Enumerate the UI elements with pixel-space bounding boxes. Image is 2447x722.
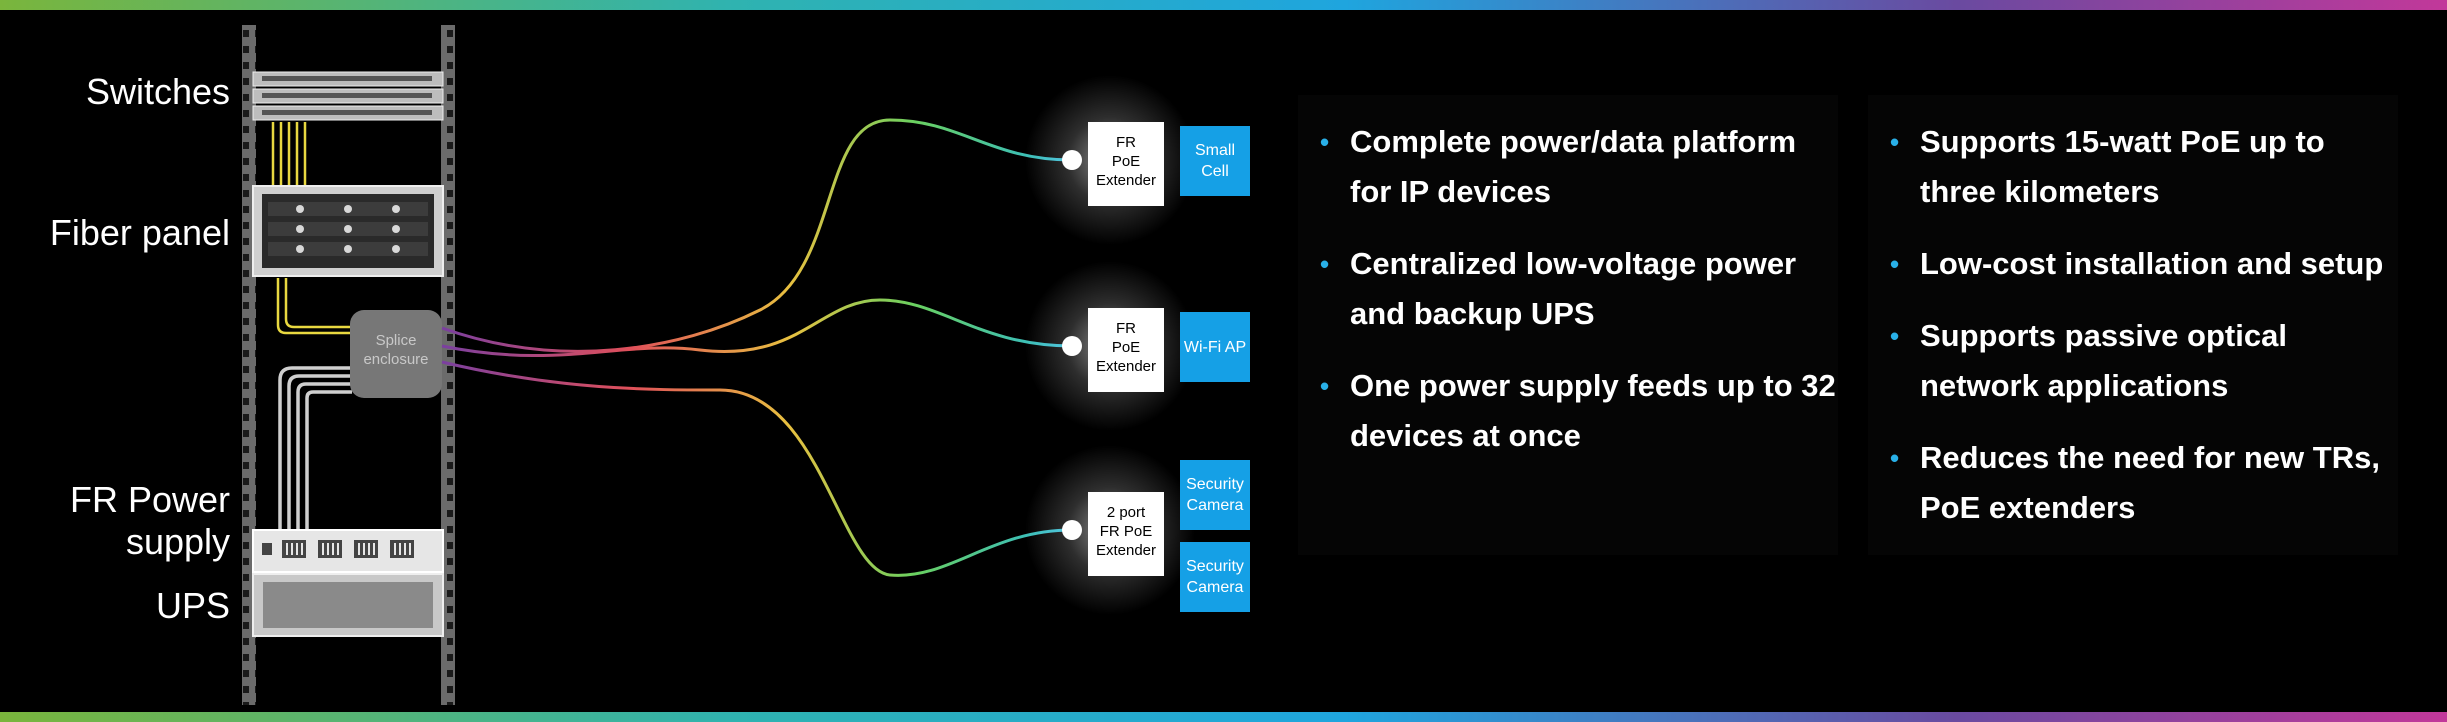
extender-1-line-2: PoE — [1112, 153, 1140, 170]
extender-2-line-1: FR — [1116, 320, 1136, 337]
splice-label-1: Splice — [376, 332, 417, 349]
camera-1-line-1: Security — [1186, 476, 1244, 493]
label-ups: UPS — [155, 585, 230, 626]
feature-item: • Centralized low-voltage power and backu… — [1298, 239, 1838, 339]
feature-item: • Reduces the need for new TRs, PoE exten… — [1868, 433, 2398, 533]
feature-text: Supports passive optical network applica… — [1920, 318, 2287, 403]
fiber-panel-unit — [252, 185, 444, 277]
camera-1-line-2: Camera — [1187, 497, 1244, 514]
feature-item: • One power supply feeds up to 32 devices… — [1298, 361, 1838, 461]
fr-power-supply-unit — [252, 529, 444, 573]
extender-3-line-3: Extender — [1096, 542, 1156, 559]
fiber-cables — [441, 118, 1073, 577]
extender-3-line-2: FR PoE — [1100, 523, 1153, 540]
switches-unit — [252, 71, 444, 121]
label-supply: supply — [125, 521, 230, 562]
camera-2-line-1: Security — [1186, 558, 1244, 575]
feature-list-right: • Supports 15-watt PoE up to three kilome… — [1868, 95, 2398, 555]
panel-fibers — [276, 278, 352, 335]
device-security-camera-1: Security Camera — [1180, 460, 1250, 530]
switch-fibers — [271, 122, 307, 188]
bullet-dot: • — [1320, 249, 1330, 279]
device-wifi-ap: Wi-Fi AP — [1180, 312, 1250, 382]
extender-2-line-3: Extender — [1096, 358, 1156, 375]
feature-item: • Supports passive optical network applic… — [1868, 311, 2398, 411]
network-diagram: Splice enclosure — [242, 25, 1250, 705]
bullet-dot: • — [1890, 127, 1900, 157]
feature-text: Complete power/data platform for IP devi… — [1350, 124, 1797, 209]
bullet-dot: • — [1320, 127, 1330, 157]
wifi-ap-label: Wi-Fi AP — [1184, 339, 1246, 356]
top-gradient-bar — [0, 0, 2447, 10]
device-security-camera-2: Security Camera — [1180, 542, 1250, 612]
feature-text: Supports 15-watt PoE up to three kilomet… — [1920, 124, 2325, 209]
device-small-cell: Small Cell — [1180, 126, 1250, 196]
small-cell-line-2: Cell — [1201, 163, 1229, 180]
cable-to-extender-1 — [441, 118, 1073, 353]
bullet-dot: • — [1890, 249, 1900, 279]
rack-rail-right — [441, 25, 455, 705]
extender-3-line-1: 2 port — [1107, 504, 1146, 521]
bullet-dot: • — [1890, 321, 1900, 351]
feature-text: Reduces the need for new TRs, PoE extend… — [1920, 440, 2380, 525]
camera-2-line-2: Camera — [1187, 579, 1244, 596]
label-fr-power: FR Power — [69, 479, 230, 520]
label-switches: Switches — [85, 71, 230, 112]
feature-item: • Supports 15-watt PoE up to three kilome… — [1868, 117, 2398, 217]
extender-1-line-3: Extender — [1096, 172, 1156, 189]
power-cables — [278, 366, 352, 530]
bottom-gradient-bar — [0, 712, 2447, 722]
splice-enclosure: Splice enclosure — [350, 310, 442, 398]
ups-unit — [252, 573, 444, 637]
extender-2-line-2: PoE — [1112, 339, 1140, 356]
cable-to-extender-3 — [441, 360, 1073, 577]
rack: Splice enclosure — [242, 25, 455, 705]
splice-label-2: enclosure — [363, 351, 428, 368]
feature-item: • Low-cost installation and setup — [1868, 239, 2398, 289]
label-fiber-panel: Fiber panel — [49, 212, 230, 253]
extender-1-line-1: FR — [1116, 134, 1136, 151]
feature-text: One power supply feeds up to 32 devices … — [1350, 368, 1836, 453]
bullet-dot: • — [1890, 443, 1900, 473]
feature-text: Centralized low-voltage power and backup… — [1350, 246, 1797, 331]
feature-text: Low-cost installation and setup — [1920, 246, 2384, 281]
extender-3: 2 port FR PoE Extender — [1025, 445, 1195, 615]
cable-to-extender-2 — [441, 298, 1073, 358]
feature-list-left: • Complete power/data platform for IP dev… — [1298, 95, 1838, 555]
extender-1: FR PoE Extender — [1025, 75, 1195, 245]
feature-item: • Complete power/data platform for IP dev… — [1298, 117, 1838, 217]
extender-2: FR PoE Extender — [1025, 261, 1195, 431]
small-cell-line-1: Small — [1195, 142, 1235, 159]
bullet-dot: • — [1320, 371, 1330, 401]
